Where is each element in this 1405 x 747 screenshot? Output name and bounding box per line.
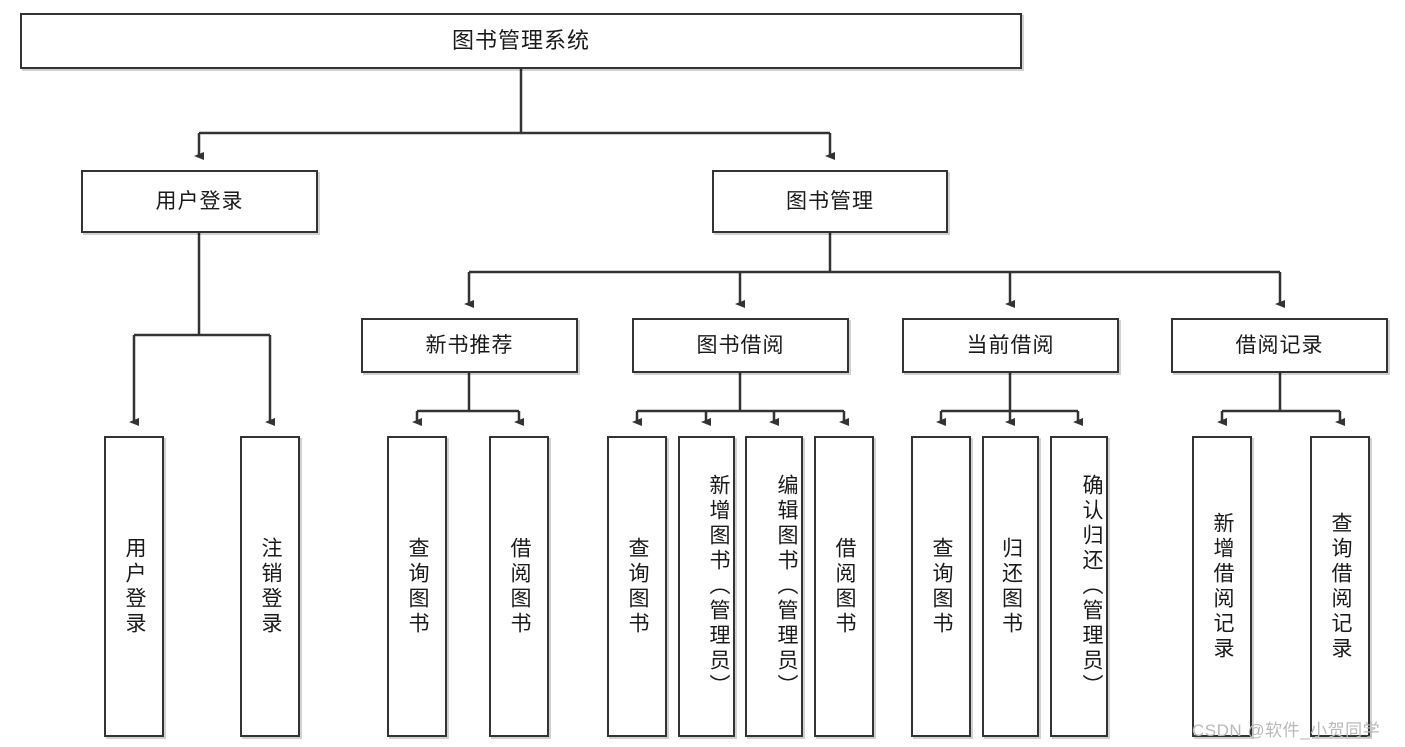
node-current-borrow[interactable]: 当前借阅 xyxy=(902,318,1119,373)
leaf-borrow-edit-book-admin[interactable]: 编辑图书（管理员） xyxy=(745,436,803,737)
leaf-user-login-do[interactable]: 用户登录 xyxy=(104,436,164,737)
watermark-label: CSDN @软件_小贺同学 xyxy=(1192,721,1381,740)
node-borrow-record[interactable]: 借阅记录 xyxy=(1171,318,1388,373)
leaf-user-logout[interactable]: 注销登录 xyxy=(240,436,300,737)
leaf-current-confirm-return-admin[interactable]: 确认归还（管理员） xyxy=(1050,436,1108,737)
leaf-current-return-book[interactable]: 归还图书 xyxy=(982,436,1039,737)
leaf-record-add-record[interactable]: 新增借阅记录 xyxy=(1192,436,1252,737)
leaf-current-query-book[interactable]: 查询图书 xyxy=(911,436,971,737)
leaf-newbook-borrow-book[interactable]: 借阅图书 xyxy=(489,436,549,737)
leaf-borrow-add-book-admin[interactable]: 新增图书（管理员） xyxy=(678,436,735,737)
leaf-newbook-query-book[interactable]: 查询图书 xyxy=(387,436,447,737)
node-book-manage[interactable]: 图书管理 xyxy=(712,170,948,233)
node-book-borrow[interactable]: 图书借阅 xyxy=(632,318,849,373)
leaf-record-query-record[interactable]: 查询借阅记录 xyxy=(1310,436,1370,737)
leaf-borrow-query-book[interactable]: 查询图书 xyxy=(607,436,667,737)
leaf-borrow-borrow-book[interactable]: 借阅图书 xyxy=(814,436,874,737)
node-new-book-recommend[interactable]: 新书推荐 xyxy=(361,318,578,373)
node-root-system[interactable]: 图书管理系统 xyxy=(20,13,1022,69)
node-user-login[interactable]: 用户登录 xyxy=(81,170,318,233)
